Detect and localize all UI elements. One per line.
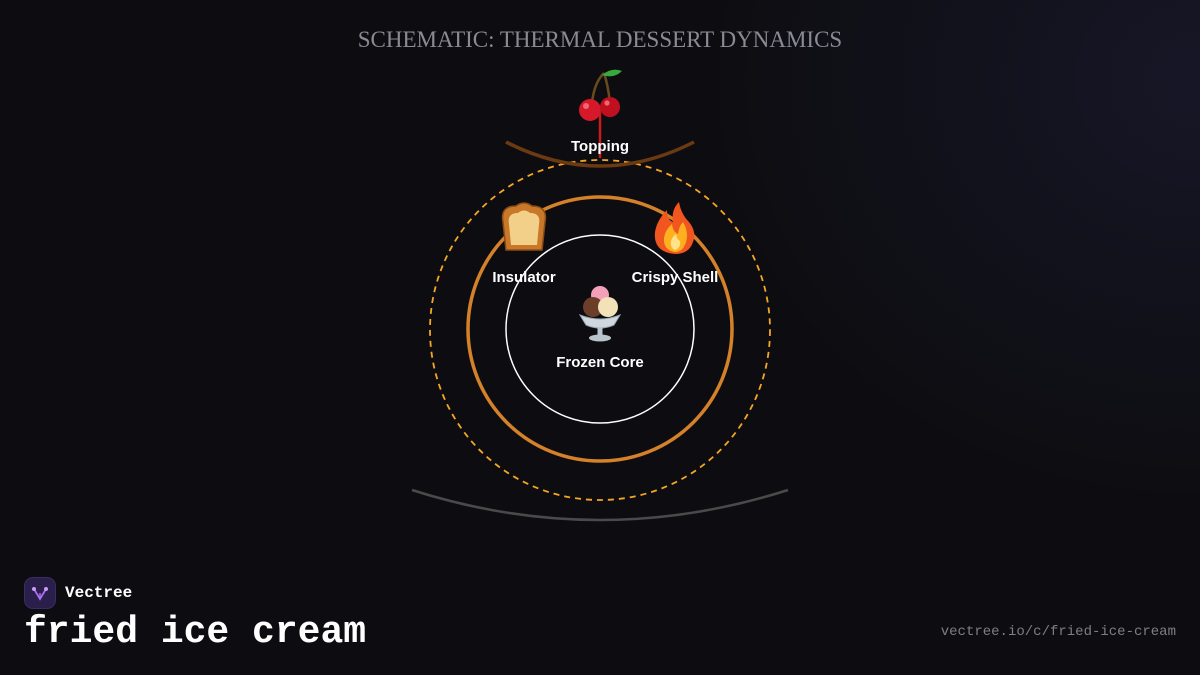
brand: Vectree bbox=[24, 577, 132, 609]
outer-dashed-ring bbox=[429, 159, 771, 501]
page-heading: fried ice cream bbox=[24, 611, 367, 654]
bread-icon bbox=[501, 202, 547, 251]
shell-ring bbox=[466, 195, 734, 463]
insulator-label: Insulator bbox=[492, 269, 556, 286]
page-url[interactable]: vectree.io/c/fried-ice-cream bbox=[940, 624, 1176, 640]
ice-cream-sundae-icon bbox=[578, 286, 622, 342]
base-arc bbox=[411, 488, 789, 522]
cherry-icon bbox=[579, 69, 622, 121]
vectree-logo-icon bbox=[24, 577, 56, 609]
fire-icon bbox=[654, 202, 695, 254]
core-ring bbox=[505, 234, 695, 424]
frozen-core-label: Frozen Core bbox=[556, 354, 644, 371]
topping-label: Topping bbox=[571, 138, 629, 155]
crispy-shell-label: Crispy Shell bbox=[632, 269, 719, 286]
diagram-title: SCHEMATIC: THERMAL DESSERT DYNAMICS bbox=[358, 27, 842, 52]
topping-arc bbox=[505, 140, 695, 168]
brand-name: Vectree bbox=[65, 584, 133, 602]
